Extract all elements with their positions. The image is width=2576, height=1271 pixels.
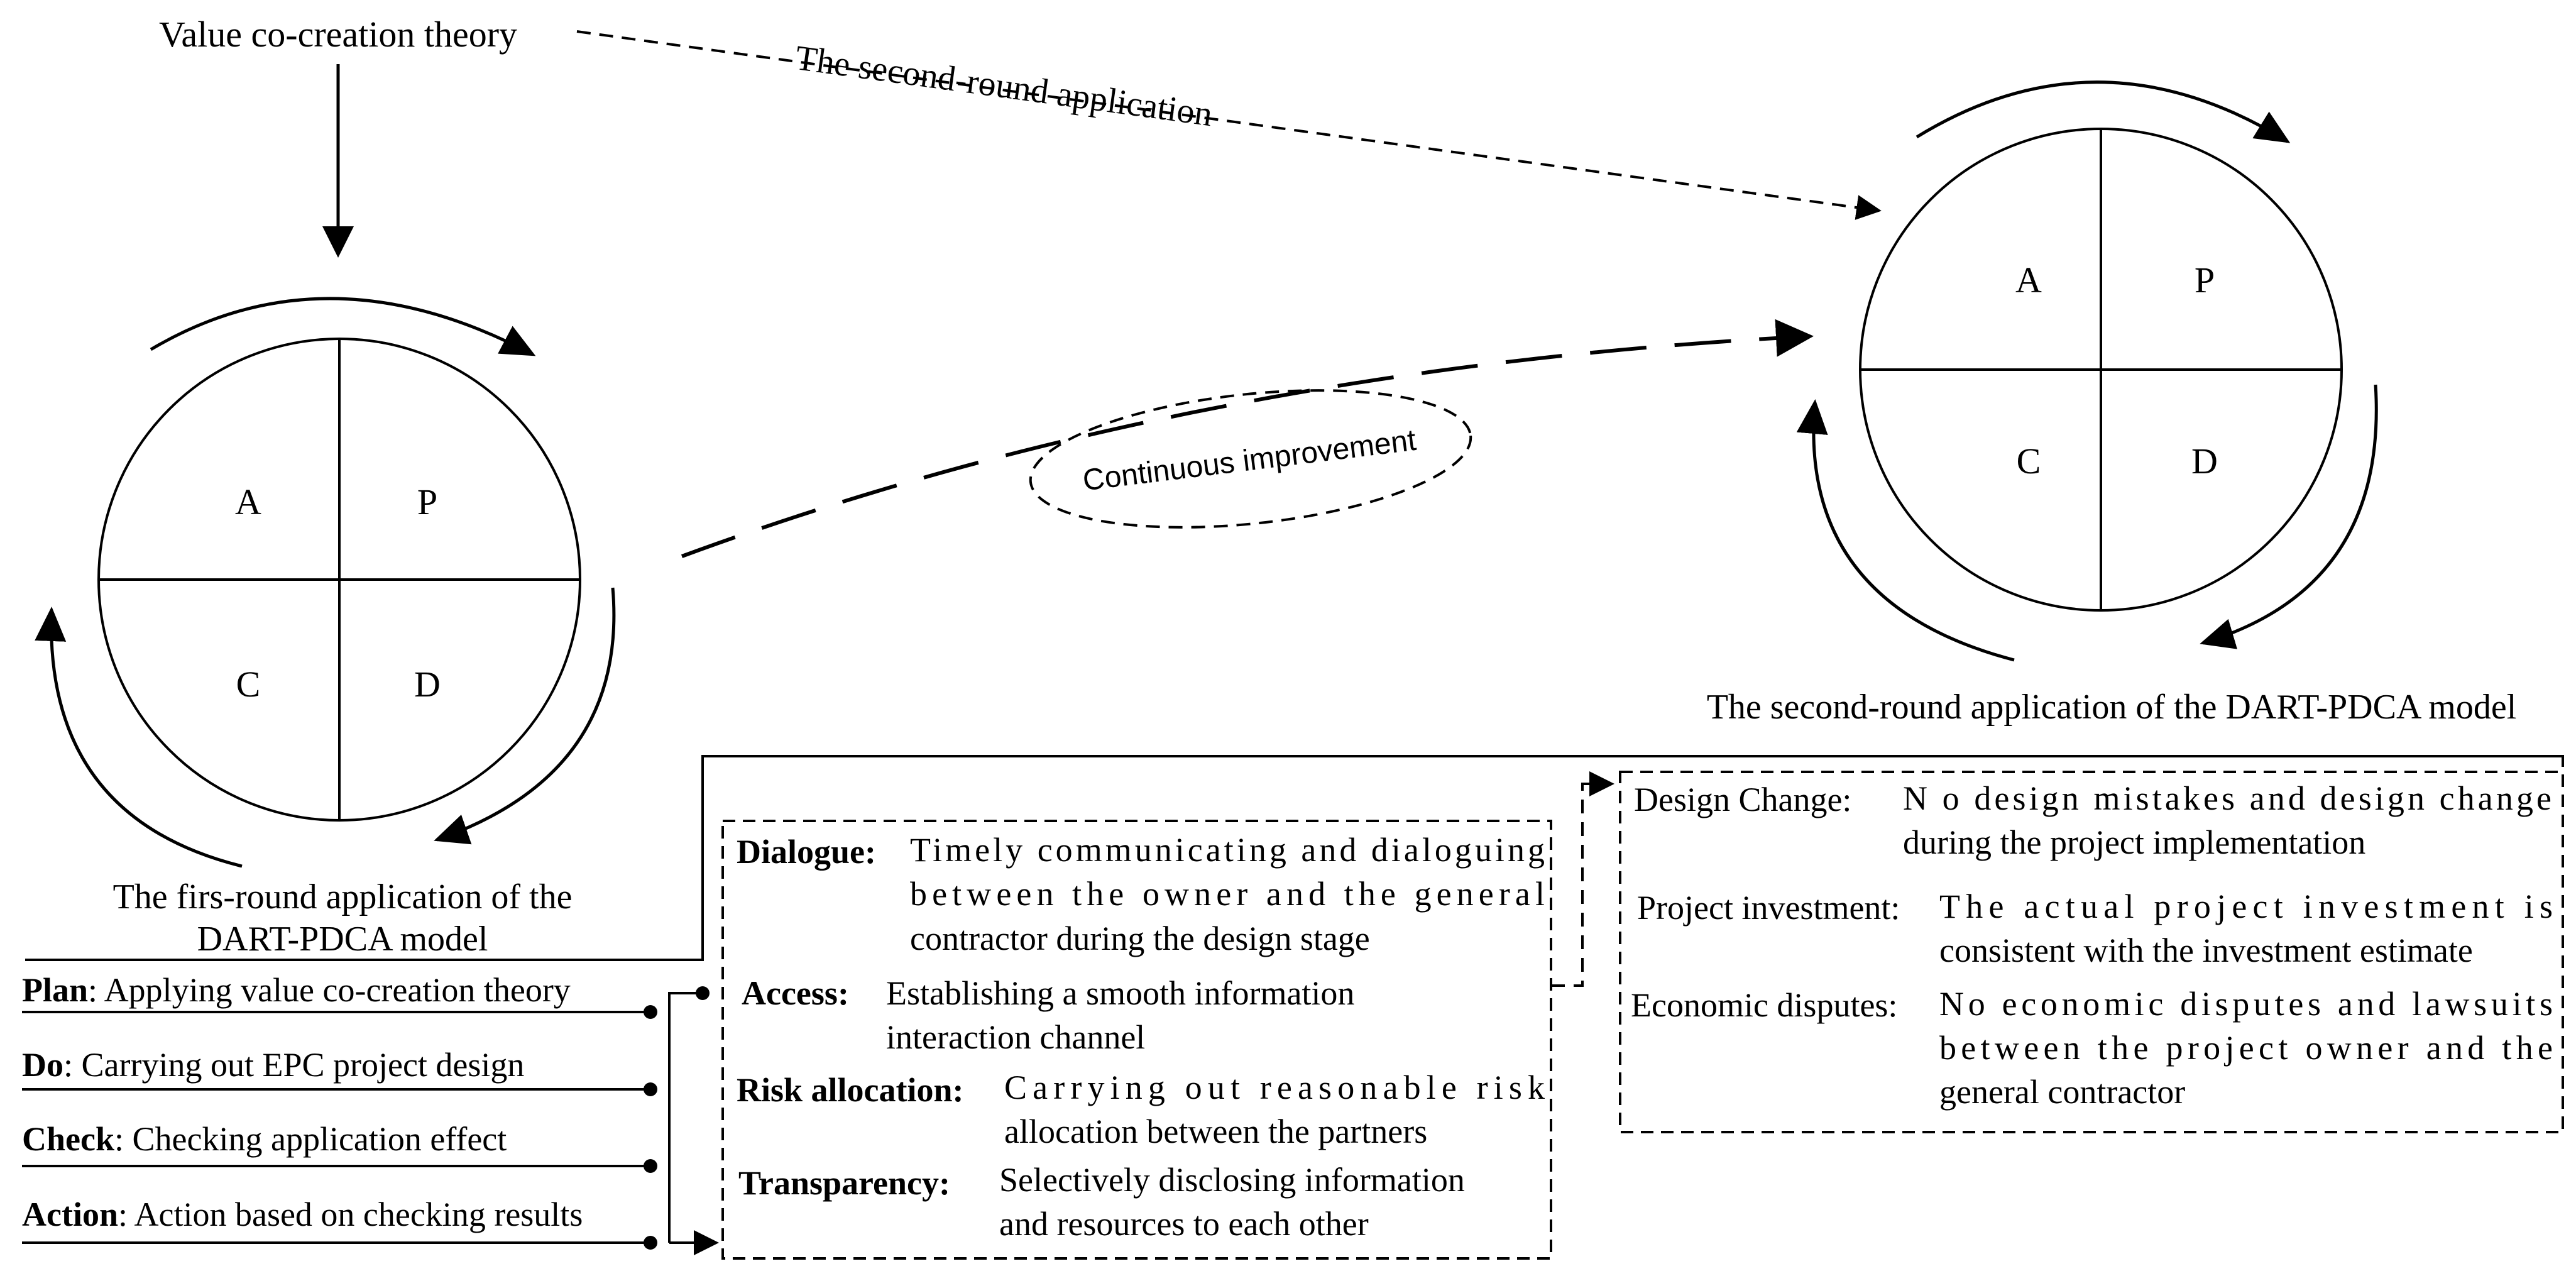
pdca-bracket-line bbox=[668, 992, 703, 1243]
value-cocreation-theory-label: Value co-creation theory bbox=[159, 14, 517, 55]
dart-dialogue-line1: Timely communicating and dialoguing bbox=[910, 831, 1545, 869]
round1-quadrant-p: P bbox=[417, 481, 437, 522]
round2-quadrant-a: A bbox=[2015, 260, 2042, 300]
pdca-dot-check bbox=[644, 1159, 657, 1173]
continuous-improvement-label: Continuous improvement bbox=[1081, 424, 1418, 498]
second-round-application-label: The second-round application bbox=[793, 38, 1215, 134]
round2-pdca-circle: A P C D bbox=[1859, 128, 2343, 612]
outcome-design-change-line2: during the project implementation bbox=[1903, 823, 2365, 861]
dart-key-dialogue: Dialogue: bbox=[737, 833, 876, 871]
round2-top-rotation-arrow bbox=[1916, 80, 2291, 143]
round1-caption-line1: The firs-round application of the bbox=[113, 878, 573, 916]
round2-left-rotation-arrow bbox=[1796, 399, 2015, 662]
round1-top-rotation-arrow bbox=[150, 297, 536, 356]
dart-risk-line1: Carrying out reasonable risk bbox=[1004, 1069, 1545, 1106]
dart-dialogue-line2: between the owner and the general bbox=[910, 875, 1545, 913]
pdca-dot-plan bbox=[644, 1005, 657, 1019]
dart-risk-allocation: Risk allocation: Carrying out reasonable… bbox=[737, 1069, 1545, 1150]
pdca-dot-action bbox=[644, 1236, 657, 1250]
pdca-item-do: Do: Carrying out EPC project design bbox=[22, 1046, 524, 1084]
round1-left-rotation-arrow bbox=[35, 607, 243, 868]
outcome-project-investment: Project investment: The actual project i… bbox=[1637, 888, 2553, 969]
pdca-list: Plan: Applying value co-creation theory … bbox=[22, 971, 657, 1250]
dart-to-outcomes-arrow bbox=[1551, 771, 1614, 987]
round2-right-rotation-arrow bbox=[2200, 384, 2378, 649]
dart-dialogue-line3: contractor during the design stage bbox=[910, 920, 1370, 957]
outcome-economic-disputes: Economic disputes: No economic disputes … bbox=[1631, 985, 2553, 1111]
round-connector-line bbox=[25, 755, 2564, 961]
continuous-improvement-ellipse bbox=[1029, 389, 1472, 529]
outcome-disputes-line2: between the project owner and the bbox=[1939, 1029, 2553, 1067]
round1-right-rotation-arrow bbox=[434, 587, 616, 845]
second-round-dashed-arrow bbox=[576, 30, 1882, 220]
outcome-key-project-investment: Project investment: bbox=[1637, 889, 1900, 927]
dart-transparency: Transparency: Selectively disclosing inf… bbox=[738, 1161, 1465, 1243]
round2-quadrant-d: D bbox=[2191, 441, 2218, 481]
round2-quadrant-p: P bbox=[2195, 260, 2215, 300]
round2-caption: The second-round application of the DART… bbox=[1707, 688, 2517, 727]
outcome-investment-line1: The actual project investment is bbox=[1939, 888, 2553, 925]
round1-caption-line2: DART-PDCA model bbox=[197, 920, 488, 959]
round1-quadrant-d: D bbox=[414, 664, 441, 705]
dart-access-line2: interaction channel bbox=[886, 1018, 1145, 1056]
dart-transparency-line2: and resources to each other bbox=[999, 1205, 1369, 1243]
dart-risk-line2: allocation between the partners bbox=[1004, 1113, 1427, 1150]
round1-pdca-circle: A P C D bbox=[97, 338, 581, 822]
dart-key-access: Access: bbox=[742, 974, 849, 1012]
outcome-key-economic-disputes: Economic disputes: bbox=[1631, 986, 1897, 1024]
dart-access: Access: Establishing a smooth informatio… bbox=[742, 974, 1354, 1056]
outcome-disputes-line1: No economic disputes and lawsuits bbox=[1939, 985, 2553, 1023]
dart-access-line1: Establishing a smooth information bbox=[886, 974, 1354, 1012]
continuous-improvement-arrow bbox=[681, 319, 1814, 558]
round1-quadrant-c: C bbox=[236, 664, 261, 705]
round1-quadrant-a: A bbox=[235, 481, 261, 522]
outcome-key-design-change: Design Change: bbox=[1634, 781, 1851, 818]
outcome-design-change-line1: N o design mistakes and design change bbox=[1903, 779, 2551, 817]
outcome-design-change: Design Change: N o design mistakes and d… bbox=[1634, 779, 2551, 861]
pdca-item-plan: Plan: Applying value co-creation theory bbox=[22, 971, 571, 1009]
outcomes-box bbox=[1619, 771, 2564, 1133]
dart-box bbox=[721, 820, 1552, 1260]
outcome-disputes-line3: general contractor bbox=[1939, 1073, 2185, 1111]
dart-key-risk-allocation: Risk allocation: bbox=[737, 1071, 964, 1109]
pdca-bracket-dot bbox=[696, 986, 710, 1000]
round2-quadrant-c: C bbox=[2017, 441, 2041, 481]
pdca-item-action: Action: Action based on checking results bbox=[22, 1196, 583, 1233]
dart-dialogue: Dialogue: Timely communicating and dialo… bbox=[737, 831, 1545, 957]
dart-transparency-line1: Selectively disclosing information bbox=[999, 1161, 1465, 1199]
pdca-dot-do bbox=[644, 1082, 657, 1096]
dart-key-transparency: Transparency: bbox=[738, 1164, 950, 1202]
pdca-item-check: Check: Checking application effect bbox=[22, 1120, 507, 1158]
outcome-investment-line2: consistent with the investment estimate bbox=[1939, 932, 2473, 969]
